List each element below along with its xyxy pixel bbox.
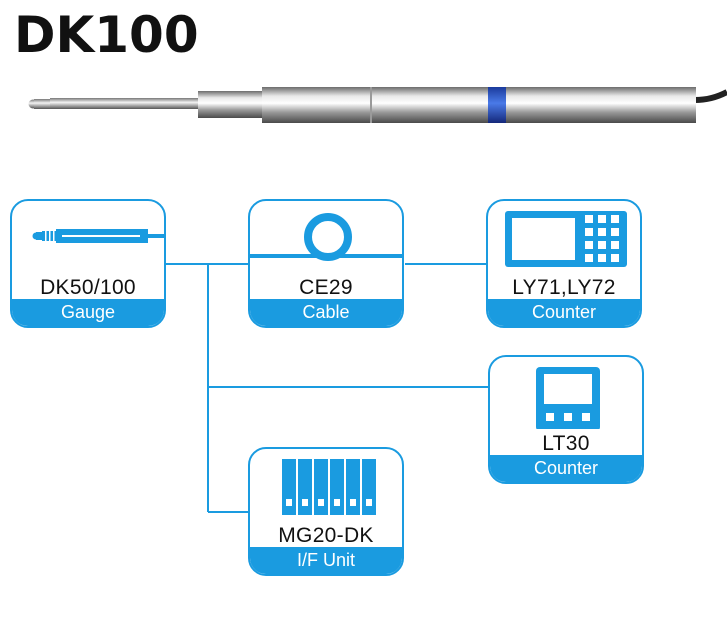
probe-image xyxy=(0,60,727,160)
cable-name: CE29 xyxy=(299,276,353,299)
counter-display-icon xyxy=(488,201,640,273)
interface-unit-category-label: I/F Unit xyxy=(250,547,402,574)
gauge-node: DK50/100 Gauge xyxy=(10,199,166,328)
cable-node: CE29 Cable xyxy=(248,199,404,328)
counter-ly-name: LY71,LY72 xyxy=(512,276,616,299)
counter-lt-name: LT30 xyxy=(542,432,590,455)
cable-category-label: Cable xyxy=(250,299,402,326)
counter-lt-category-label: Counter xyxy=(490,455,642,482)
gauge-name: DK50/100 xyxy=(40,276,136,299)
page-title: DK100 xyxy=(14,6,199,64)
counter-ly-node: LY71,LY72 Counter xyxy=(486,199,642,328)
gauge-category-label: Gauge xyxy=(12,299,164,326)
interface-unit-icon xyxy=(250,449,402,521)
gauge-probe-icon xyxy=(12,201,164,273)
interface-unit-name: MG20-DK xyxy=(278,524,374,547)
cable-coil-icon xyxy=(250,201,402,273)
interface-unit-node: MG20-DK I/F Unit xyxy=(248,447,404,576)
counter-ly-category-label: Counter xyxy=(488,299,640,326)
counter-lt-node: LT30 Counter xyxy=(488,355,644,484)
compact-counter-icon xyxy=(490,357,642,431)
